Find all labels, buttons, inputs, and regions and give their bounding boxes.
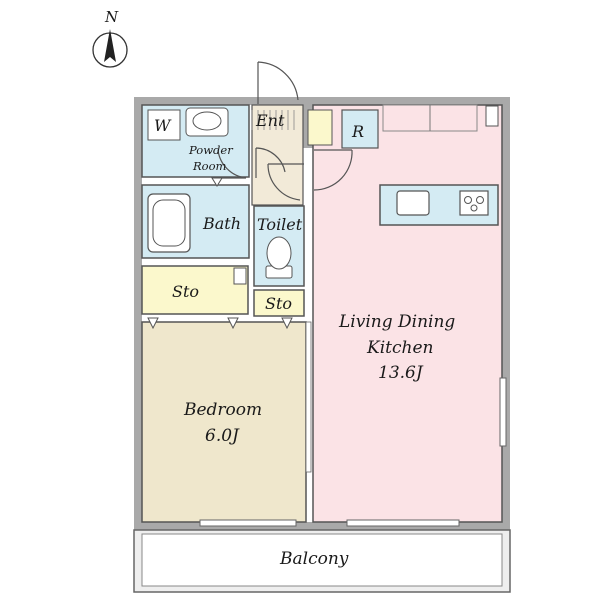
bathtub-icon <box>147 193 191 253</box>
doors <box>214 61 353 201</box>
fridge-space <box>341 109 379 149</box>
compass: N <box>92 8 128 68</box>
bath-label: Bath <box>202 214 241 233</box>
windows <box>199 321 507 527</box>
storage-right <box>253 289 305 317</box>
hall-door <box>255 147 286 178</box>
bedroom-label: Bedroom <box>183 400 262 420</box>
shoe-cabinet <box>307 109 333 146</box>
toilet-icon <box>265 236 293 279</box>
storage-right-label: Sto <box>265 294 292 313</box>
ldk-label-1: Living Dining <box>338 312 455 332</box>
duct-box <box>485 105 499 127</box>
entrance-floor <box>251 110 295 130</box>
bedroom <box>141 321 307 523</box>
toilet-door <box>267 163 304 201</box>
washer-space <box>147 109 181 141</box>
fridge-label: R <box>351 122 364 141</box>
stove-icon <box>459 190 489 216</box>
compass-needle-icon <box>104 29 116 62</box>
balcony-inner <box>141 533 503 587</box>
entrance-door <box>257 61 299 104</box>
kitchen-sink-icon <box>396 190 430 216</box>
closet-markers <box>147 177 293 330</box>
ldk-area: 13.6J <box>378 363 424 383</box>
ldk-door <box>313 149 353 191</box>
storage-left-label: Sto <box>172 282 199 301</box>
bedroom-area: 6.0J <box>205 426 240 446</box>
powder-room-label-1: Powder <box>188 143 234 157</box>
compass-label: N <box>104 8 119 26</box>
storage-left <box>141 265 249 315</box>
ldk-label-2: Kitchen <box>366 338 433 358</box>
washer-label: W <box>154 116 172 135</box>
balcony-label: Balcony <box>279 549 349 569</box>
storage-left-pillar <box>233 267 247 285</box>
ent-label: Ent <box>255 111 285 130</box>
toilet-label: Toilet <box>257 215 303 234</box>
sink-icon <box>185 107 229 137</box>
powder-room-label-2: Room <box>192 159 227 173</box>
